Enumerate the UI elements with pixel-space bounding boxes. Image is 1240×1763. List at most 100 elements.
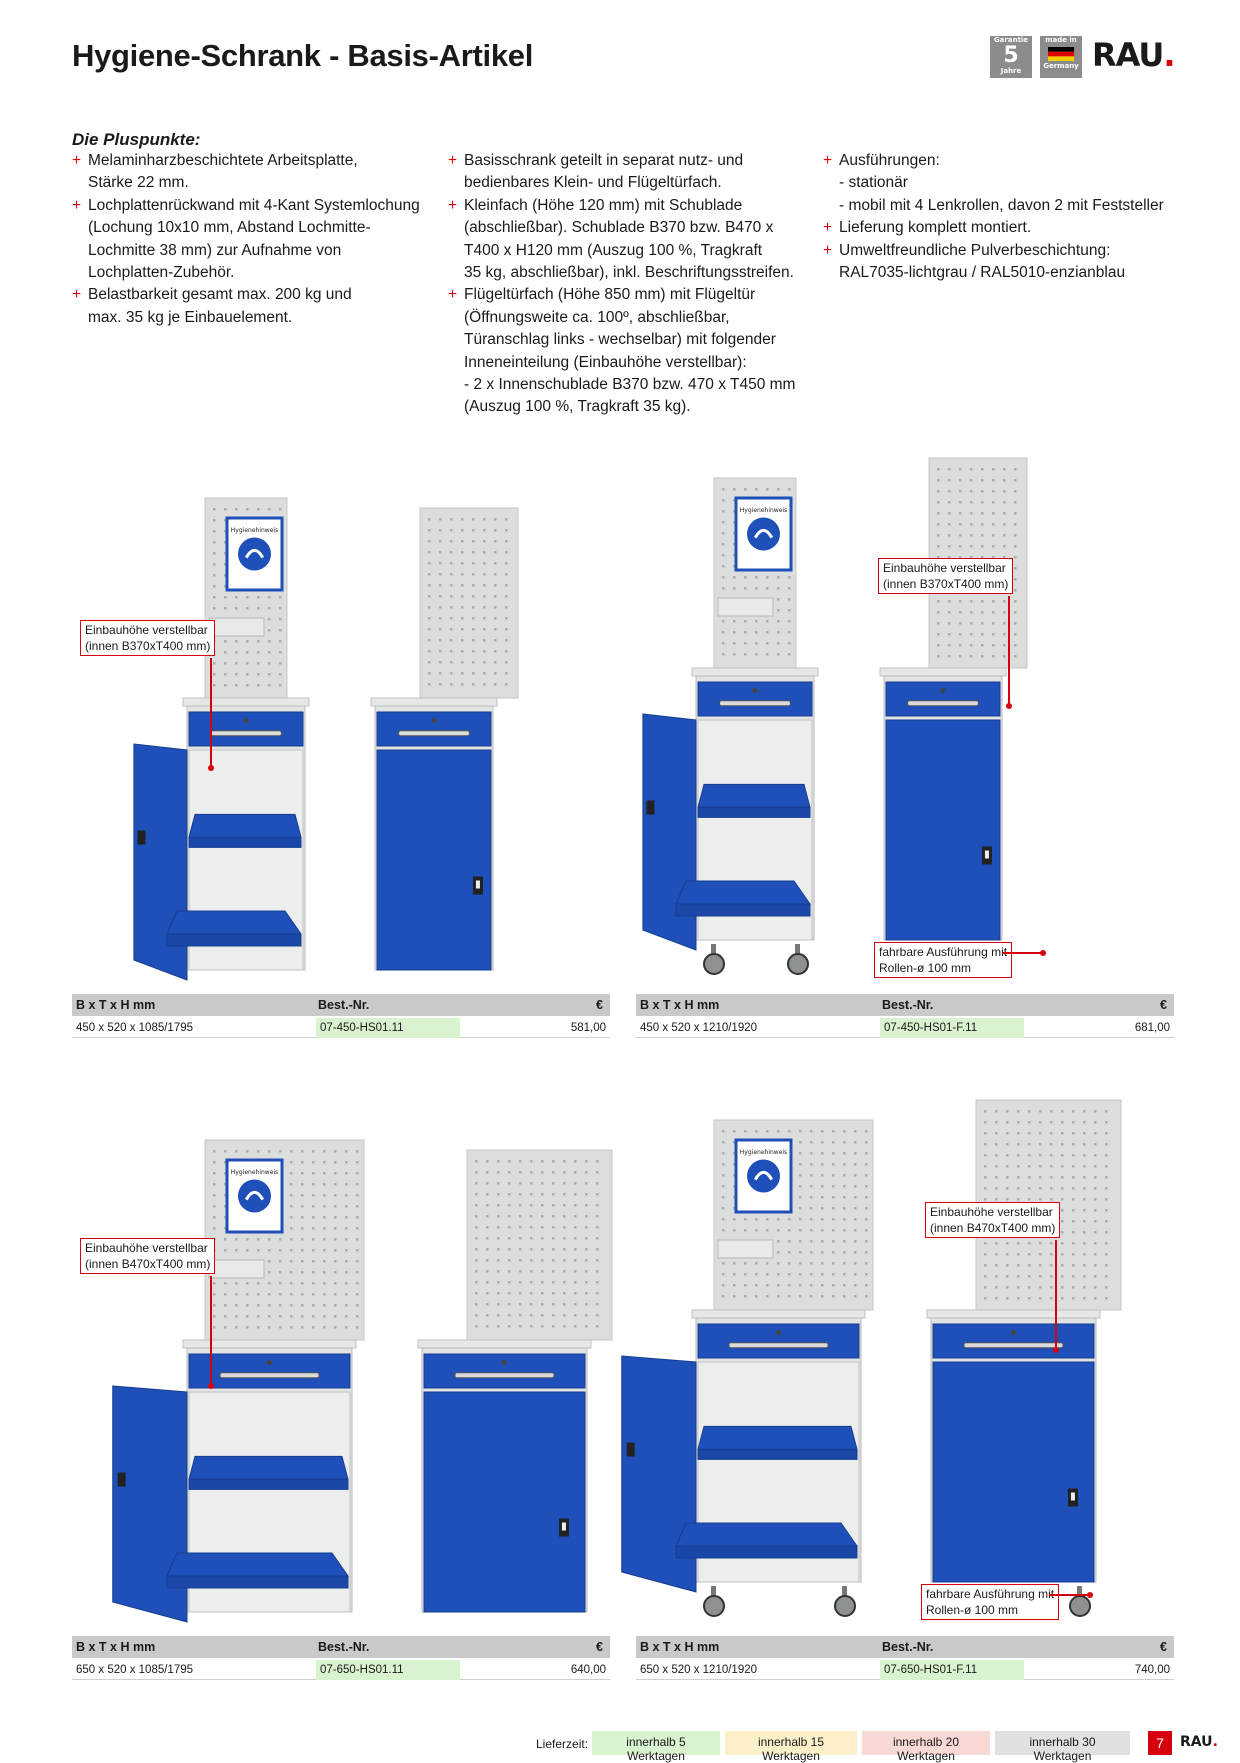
perforation-hole <box>323 1183 326 1186</box>
perforation-hole <box>948 490 951 493</box>
pluspunkt-line: 35 kg, abschließbar), inkl. Beschriftung… <box>464 264 794 282</box>
perforation-hole <box>722 1185 725 1188</box>
perforation-hole <box>563 1182 566 1185</box>
perforation-hole <box>475 1292 478 1295</box>
perforation-hole <box>290 1227 293 1230</box>
perforation-hole <box>733 642 736 645</box>
perforation-hole <box>494 518 497 521</box>
perforation-hole <box>552 1270 555 1273</box>
perforation-hole <box>1028 1242 1031 1245</box>
perforation-hole <box>948 479 951 482</box>
perforation-hole <box>494 573 497 576</box>
perforation-hole <box>992 534 995 537</box>
perforation-hole <box>508 1259 511 1262</box>
perforation-hole <box>497 1270 500 1273</box>
perforation-hole <box>854 1174 857 1177</box>
perforation-hole <box>981 523 984 526</box>
perforation-hole <box>1061 1121 1064 1124</box>
perforation-hole <box>268 1238 271 1241</box>
perforation-hole <box>1050 1297 1053 1300</box>
perforation-hole <box>450 683 453 686</box>
perforation-hole <box>1105 1275 1108 1278</box>
perforation-hole <box>766 1218 769 1221</box>
perforation-hole <box>992 468 995 471</box>
perforation-hole <box>733 631 736 634</box>
perforation-hole <box>788 598 791 601</box>
perforation-hole <box>959 633 962 636</box>
perforation-hole <box>585 1171 588 1174</box>
perforation-hole <box>552 1314 555 1317</box>
perforation-hole <box>1072 1286 1075 1289</box>
perforation-hole <box>733 1163 736 1166</box>
perforation-hole <box>497 1237 500 1240</box>
perforation-hole <box>235 1293 238 1296</box>
lock-icon <box>776 1330 781 1335</box>
perforation-hole <box>530 1193 533 1196</box>
perforation-hole <box>777 1262 780 1265</box>
perforation-hole <box>428 540 431 543</box>
perforation-hole <box>788 587 791 590</box>
perforation-hole <box>290 1260 293 1263</box>
perforation-hole <box>733 1141 736 1144</box>
perforation-hole <box>959 479 962 482</box>
perforation-hole <box>992 556 995 559</box>
pluspunkt-line: - mobil mit 4 Lenkrollen, davon 2 mit Fe… <box>839 196 1164 214</box>
perforation-hole <box>1017 1165 1020 1168</box>
perforation-hole <box>475 1215 478 1218</box>
perforation-hole <box>722 1130 725 1133</box>
perforation-hole <box>1014 600 1017 603</box>
perforation-hole <box>461 595 464 598</box>
perforation-hole <box>722 1196 725 1199</box>
perforation-hole <box>268 1260 271 1263</box>
perforation-hole <box>475 1259 478 1262</box>
perforation-hole <box>301 1183 304 1186</box>
perforation-hole <box>439 672 442 675</box>
perforation-hole <box>334 1227 337 1230</box>
perforation-hole <box>257 662 260 665</box>
perforation-hole <box>483 683 486 686</box>
perforation-hole <box>494 551 497 554</box>
perforation-hole <box>508 1314 511 1317</box>
perforation-hole <box>312 1238 315 1241</box>
perforation-hole <box>356 1260 359 1263</box>
perforation-hole <box>530 1270 533 1273</box>
perforation-hole <box>865 1262 868 1265</box>
perforation-hole <box>486 1281 489 1284</box>
perforation-hole <box>799 1295 802 1298</box>
perforation-hole <box>246 1304 249 1307</box>
perforation-hole <box>279 684 282 687</box>
perforation-hole <box>1050 1165 1053 1168</box>
perforation-hole <box>984 1253 987 1256</box>
perforation-hole <box>821 1130 824 1133</box>
perforation-hole <box>1003 468 1006 471</box>
perforation-hole <box>1083 1176 1086 1179</box>
perforation-hole <box>428 584 431 587</box>
perforation-hole <box>552 1281 555 1284</box>
perforation-hole <box>1072 1143 1075 1146</box>
perforation-hole <box>948 655 951 658</box>
perforation-hole <box>475 1171 478 1174</box>
callout-leader-line <box>210 658 212 768</box>
perforation-hole <box>1105 1297 1108 1300</box>
perforation-hole <box>948 622 951 625</box>
perforation-hole <box>948 512 951 515</box>
perforation-hole <box>246 596 249 599</box>
drawer-handle <box>398 730 470 737</box>
perforation-hole <box>948 600 951 603</box>
perforation-hole <box>235 1249 238 1252</box>
perforation-hole <box>246 640 249 643</box>
perforation-hole <box>722 587 725 590</box>
perforation-hole <box>323 1271 326 1274</box>
perforation-hole <box>519 1303 522 1306</box>
perforation-hole <box>213 1315 216 1318</box>
perforation-hole <box>755 642 758 645</box>
perforation-hole <box>1083 1220 1086 1223</box>
perforation-hole <box>744 620 747 623</box>
perforation-hole <box>475 1193 478 1196</box>
perforation-hole <box>1014 655 1017 658</box>
footer-brand-logo: RAU. <box>1180 1734 1218 1750</box>
perforation-hole <box>799 1174 802 1177</box>
perforation-hole <box>755 1262 758 1265</box>
perforation-hole <box>279 1326 282 1329</box>
